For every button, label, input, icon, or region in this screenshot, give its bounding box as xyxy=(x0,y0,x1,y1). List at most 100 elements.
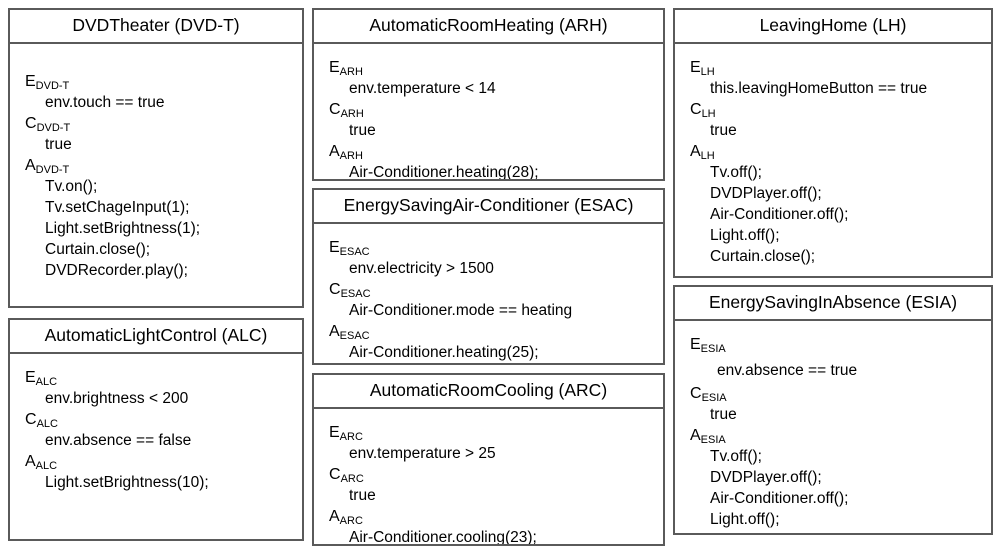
action-statement: Air-Conditioner.off(); xyxy=(710,490,849,507)
event-expression: env.electricity > 1500 xyxy=(349,260,494,277)
action-label: ALH xyxy=(690,141,987,162)
event-label: EARC xyxy=(329,422,659,443)
action-label: AARH xyxy=(329,141,659,162)
action-statement: Curtain.close(); xyxy=(710,248,816,265)
action-statement: Air-Conditioner.heating(25); xyxy=(349,344,539,361)
section-subscript: DVD-T xyxy=(35,164,70,176)
section-letter: A xyxy=(25,453,36,470)
condition-label: CARH xyxy=(329,99,659,120)
action-statement: DVDPlayer.off(); xyxy=(710,469,822,486)
action-statement: Air-Conditioner.off(); xyxy=(710,206,849,223)
action-statement: Curtain.close(); xyxy=(45,241,151,258)
condition-label: CARC xyxy=(329,464,659,485)
condition-expression: true xyxy=(45,136,72,153)
section-subscript: ARC xyxy=(339,431,363,443)
section-letter: A xyxy=(25,157,36,174)
section-subscript: LH xyxy=(700,66,715,78)
condition-expression: true xyxy=(349,122,376,139)
rule-box-title: AutomaticLightControl (ALC) xyxy=(10,320,302,354)
section-subscript: ESAC xyxy=(339,246,370,258)
event-label: EESAC xyxy=(329,237,659,258)
rule-box-title: AutomaticRoomCooling (ARC) xyxy=(314,375,663,409)
section-letter: C xyxy=(329,466,341,483)
section-subscript: ALC xyxy=(36,418,58,430)
section-letter: A xyxy=(329,143,340,160)
action-statement: DVDRecorder.play(); xyxy=(45,262,188,279)
event-expression: env.temperature > 25 xyxy=(349,445,496,462)
section-subscript: ESAC xyxy=(340,288,371,300)
rule-box-title: EnergySavingAir-Conditioner (ESAC) xyxy=(314,190,663,224)
event-expression: env.absence == true xyxy=(717,362,858,379)
section-subscript: ESIA xyxy=(700,434,726,446)
rule-box-body: EARH env.temperature < 14 CARH true AARH… xyxy=(314,44,663,181)
section-letter: A xyxy=(329,508,340,525)
section-letter: C xyxy=(690,385,702,402)
rule-box-body: EDVD-T env.touch == true CDVD-T true ADV… xyxy=(10,44,302,281)
section-letter: C xyxy=(25,411,37,428)
condition-expression: env.absence == false xyxy=(45,432,192,449)
section-letter: E xyxy=(690,59,701,76)
section-subscript: LH xyxy=(701,108,716,120)
action-statement: Tv.setChageInput(1); xyxy=(45,199,190,216)
column-left: DVDTheater (DVD-T) EDVD-T env.touch == t… xyxy=(8,8,304,546)
rule-box-automatic-light-control: AutomaticLightControl (ALC) EALC env.bri… xyxy=(8,318,304,541)
rule-box-title: EnergySavingInAbsence (ESIA) xyxy=(675,287,991,321)
section-letter: C xyxy=(329,101,341,118)
action-statement: Tv.off(); xyxy=(710,448,762,465)
section-letter: C xyxy=(329,281,341,298)
event-label: EESIA xyxy=(690,334,987,355)
section-letter: E xyxy=(329,424,340,441)
condition-expression: true xyxy=(349,487,376,504)
section-letter: E xyxy=(25,73,36,90)
section-letter: A xyxy=(690,143,701,160)
rule-box-leaving-home: LeavingHome (LH) ELH this.leavingHomeBut… xyxy=(673,8,993,278)
section-subscript: ARH xyxy=(340,108,364,120)
rule-box-body: EESAC env.electricity > 1500 CESAC Air-C… xyxy=(314,224,663,363)
condition-expression: Air-Conditioner.mode == heating xyxy=(349,302,573,319)
condition-label: CESIA xyxy=(690,383,987,404)
rule-box-dvd-theater: DVDTheater (DVD-T) EDVD-T env.touch == t… xyxy=(8,8,304,308)
section-subscript: DVD-T xyxy=(35,80,70,92)
action-statement: Light.off(); xyxy=(710,511,780,528)
section-letter: E xyxy=(690,336,701,353)
section-letter: C xyxy=(690,101,702,118)
section-letter: E xyxy=(329,59,340,76)
section-subscript: DVD-T xyxy=(36,122,71,134)
rule-box-title: LeavingHome (LH) xyxy=(675,10,991,44)
action-statement: DVDPlayer.off(); xyxy=(710,185,822,202)
event-label: EDVD-T xyxy=(25,71,298,92)
rule-box-body: EALC env.brightness < 200 CALC env.absen… xyxy=(10,354,302,493)
event-expression: env.temperature < 14 xyxy=(349,80,496,97)
rule-box-body: EARC env.temperature > 25 CARC true AARC… xyxy=(314,409,663,544)
section-subscript: ESAC xyxy=(339,330,370,342)
action-statement: Light.setBrightness(1); xyxy=(45,220,201,237)
rule-box-automatic-room-cooling: AutomaticRoomCooling (ARC) EARC env.temp… xyxy=(312,373,665,546)
section-subscript: ALC xyxy=(35,460,58,472)
rule-box-title: DVDTheater (DVD-T) xyxy=(10,10,302,44)
section-letter: A xyxy=(329,323,340,340)
action-statement: Air-Conditioner.heating(28); xyxy=(349,164,539,181)
rule-box-title: AutomaticRoomHeating (ARH) xyxy=(314,10,663,44)
section-subscript: ARH xyxy=(339,66,363,78)
event-label: EARH xyxy=(329,57,659,78)
rule-box-energy-saving-air-conditioner: EnergySavingAir-Conditioner (ESAC) EESAC… xyxy=(312,188,665,365)
event-expression: env.brightness < 200 xyxy=(45,390,189,407)
rule-box-body: EESIA env.absence == true CESIA true AES… xyxy=(675,321,991,530)
action-label: AARC xyxy=(329,506,659,527)
condition-label: CALC xyxy=(25,409,298,430)
section-subscript: ARH xyxy=(339,150,363,162)
event-label: EALC xyxy=(25,367,298,388)
action-label: ADVD-T xyxy=(25,155,298,176)
section-subscript: LH xyxy=(700,150,715,162)
column-right: LeavingHome (LH) ELH this.leavingHomeBut… xyxy=(673,8,993,546)
action-statement: Light.off(); xyxy=(710,227,780,244)
condition-label: CESAC xyxy=(329,279,659,300)
rule-box-body: ELH this.leavingHomeButton == true CLH t… xyxy=(675,44,991,267)
event-label: ELH xyxy=(690,57,987,78)
section-letter: E xyxy=(329,239,340,256)
section-letter: E xyxy=(25,369,36,386)
event-expression: this.leavingHomeButton == true xyxy=(710,80,928,97)
condition-expression: true xyxy=(710,406,737,423)
action-statement: Tv.on(); xyxy=(45,178,98,195)
